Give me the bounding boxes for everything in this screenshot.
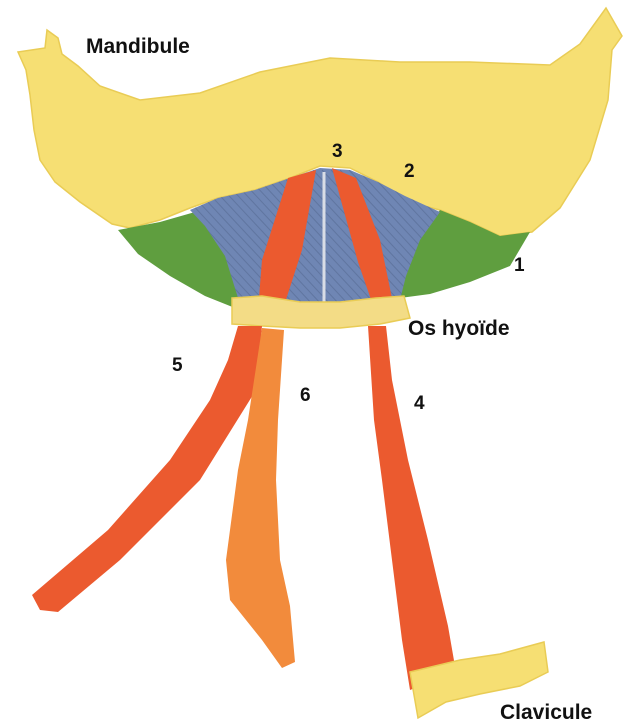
mandible-label: Mandibule [86, 36, 190, 57]
label-6: 6 [300, 386, 311, 405]
fiber-line [565, 170, 632, 320]
hyoid-bone-label: Os hyoïde [408, 318, 510, 339]
label-1: 1 [514, 256, 525, 275]
clavicle-label: Clavicule [500, 702, 592, 723]
label-4: 4 [414, 394, 425, 413]
label-3: 3 [332, 142, 343, 161]
label-2: 2 [404, 162, 415, 181]
fiber-line [574, 170, 632, 320]
sternothyroid-muscle [368, 326, 456, 690]
label-5: 5 [172, 356, 183, 375]
